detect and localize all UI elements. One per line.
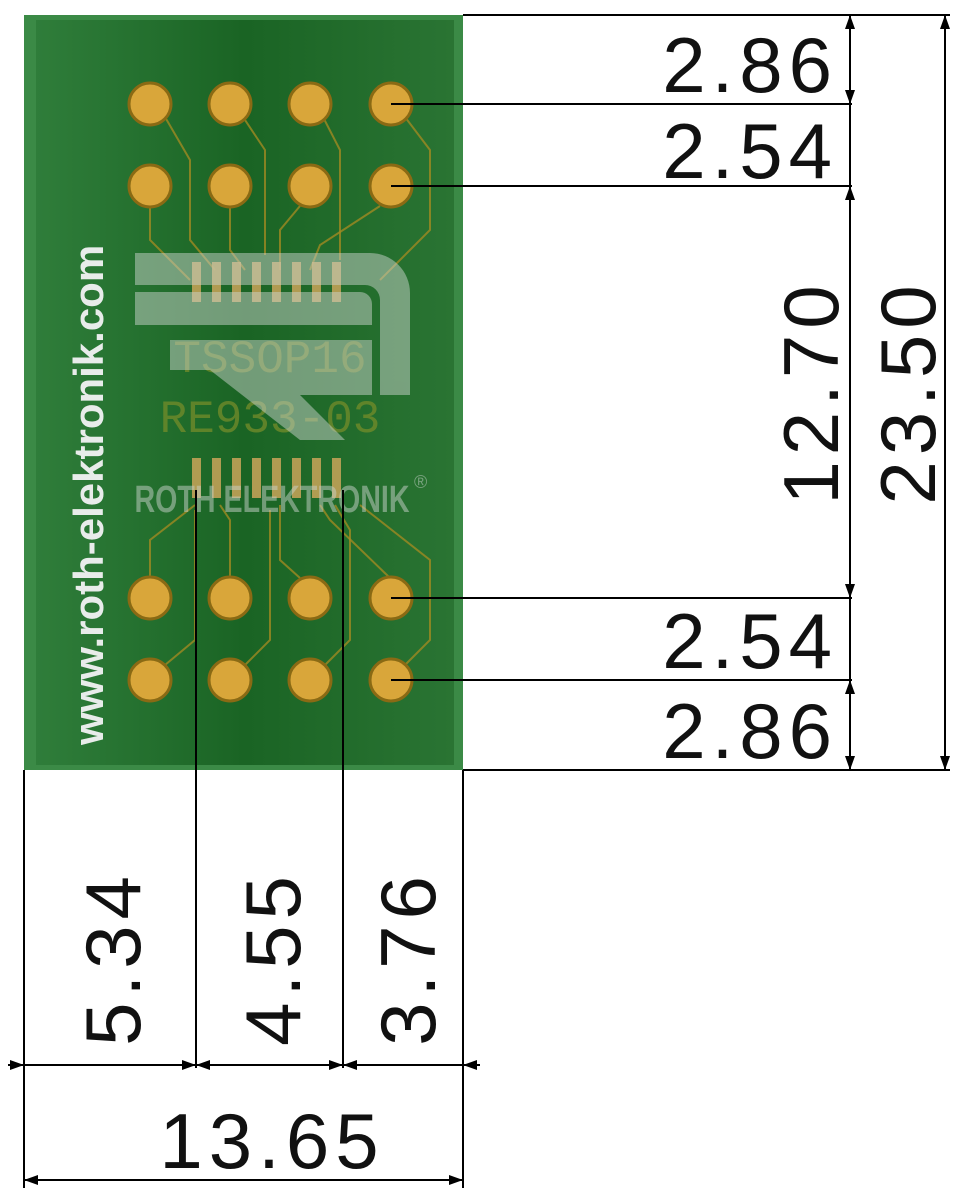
dim-top-edge: 2.86 bbox=[662, 21, 838, 109]
board-url-text: www.roth-elektronik.com bbox=[65, 245, 112, 746]
bottom-dimension-lines: 5.34 4.55 3.76 13.65 bbox=[8, 490, 480, 1188]
dim-bottom-pitch: 2.54 bbox=[662, 597, 838, 685]
dim-top-pitch: 2.54 bbox=[662, 107, 838, 195]
dim-middle-segment: 4.55 bbox=[229, 870, 317, 1046]
dim-total-width: 13.65 bbox=[159, 1097, 384, 1185]
dim-left-segment: 5.34 bbox=[69, 870, 157, 1046]
roth-elektronik-logo: ROTH ELEKTRONIK ® bbox=[135, 253, 427, 521]
dim-bottom-edge: 2.86 bbox=[662, 687, 838, 775]
dim-row-gap: 12.70 bbox=[767, 279, 855, 504]
pcb-board: www.roth-elektronik.com TSSOP16 RE933-03… bbox=[24, 15, 463, 770]
registered-mark: ® bbox=[414, 472, 427, 492]
dim-total-height: 23.50 bbox=[864, 279, 952, 504]
brand-watermark: ROTH ELEKTRONIK bbox=[135, 479, 410, 521]
dim-right-segment: 3.76 bbox=[364, 870, 452, 1046]
smd-pads-bottom bbox=[192, 458, 341, 498]
right-dimension-lines: 2.86 2.54 12.70 23.50 2.54 2.86 bbox=[391, 14, 952, 775]
